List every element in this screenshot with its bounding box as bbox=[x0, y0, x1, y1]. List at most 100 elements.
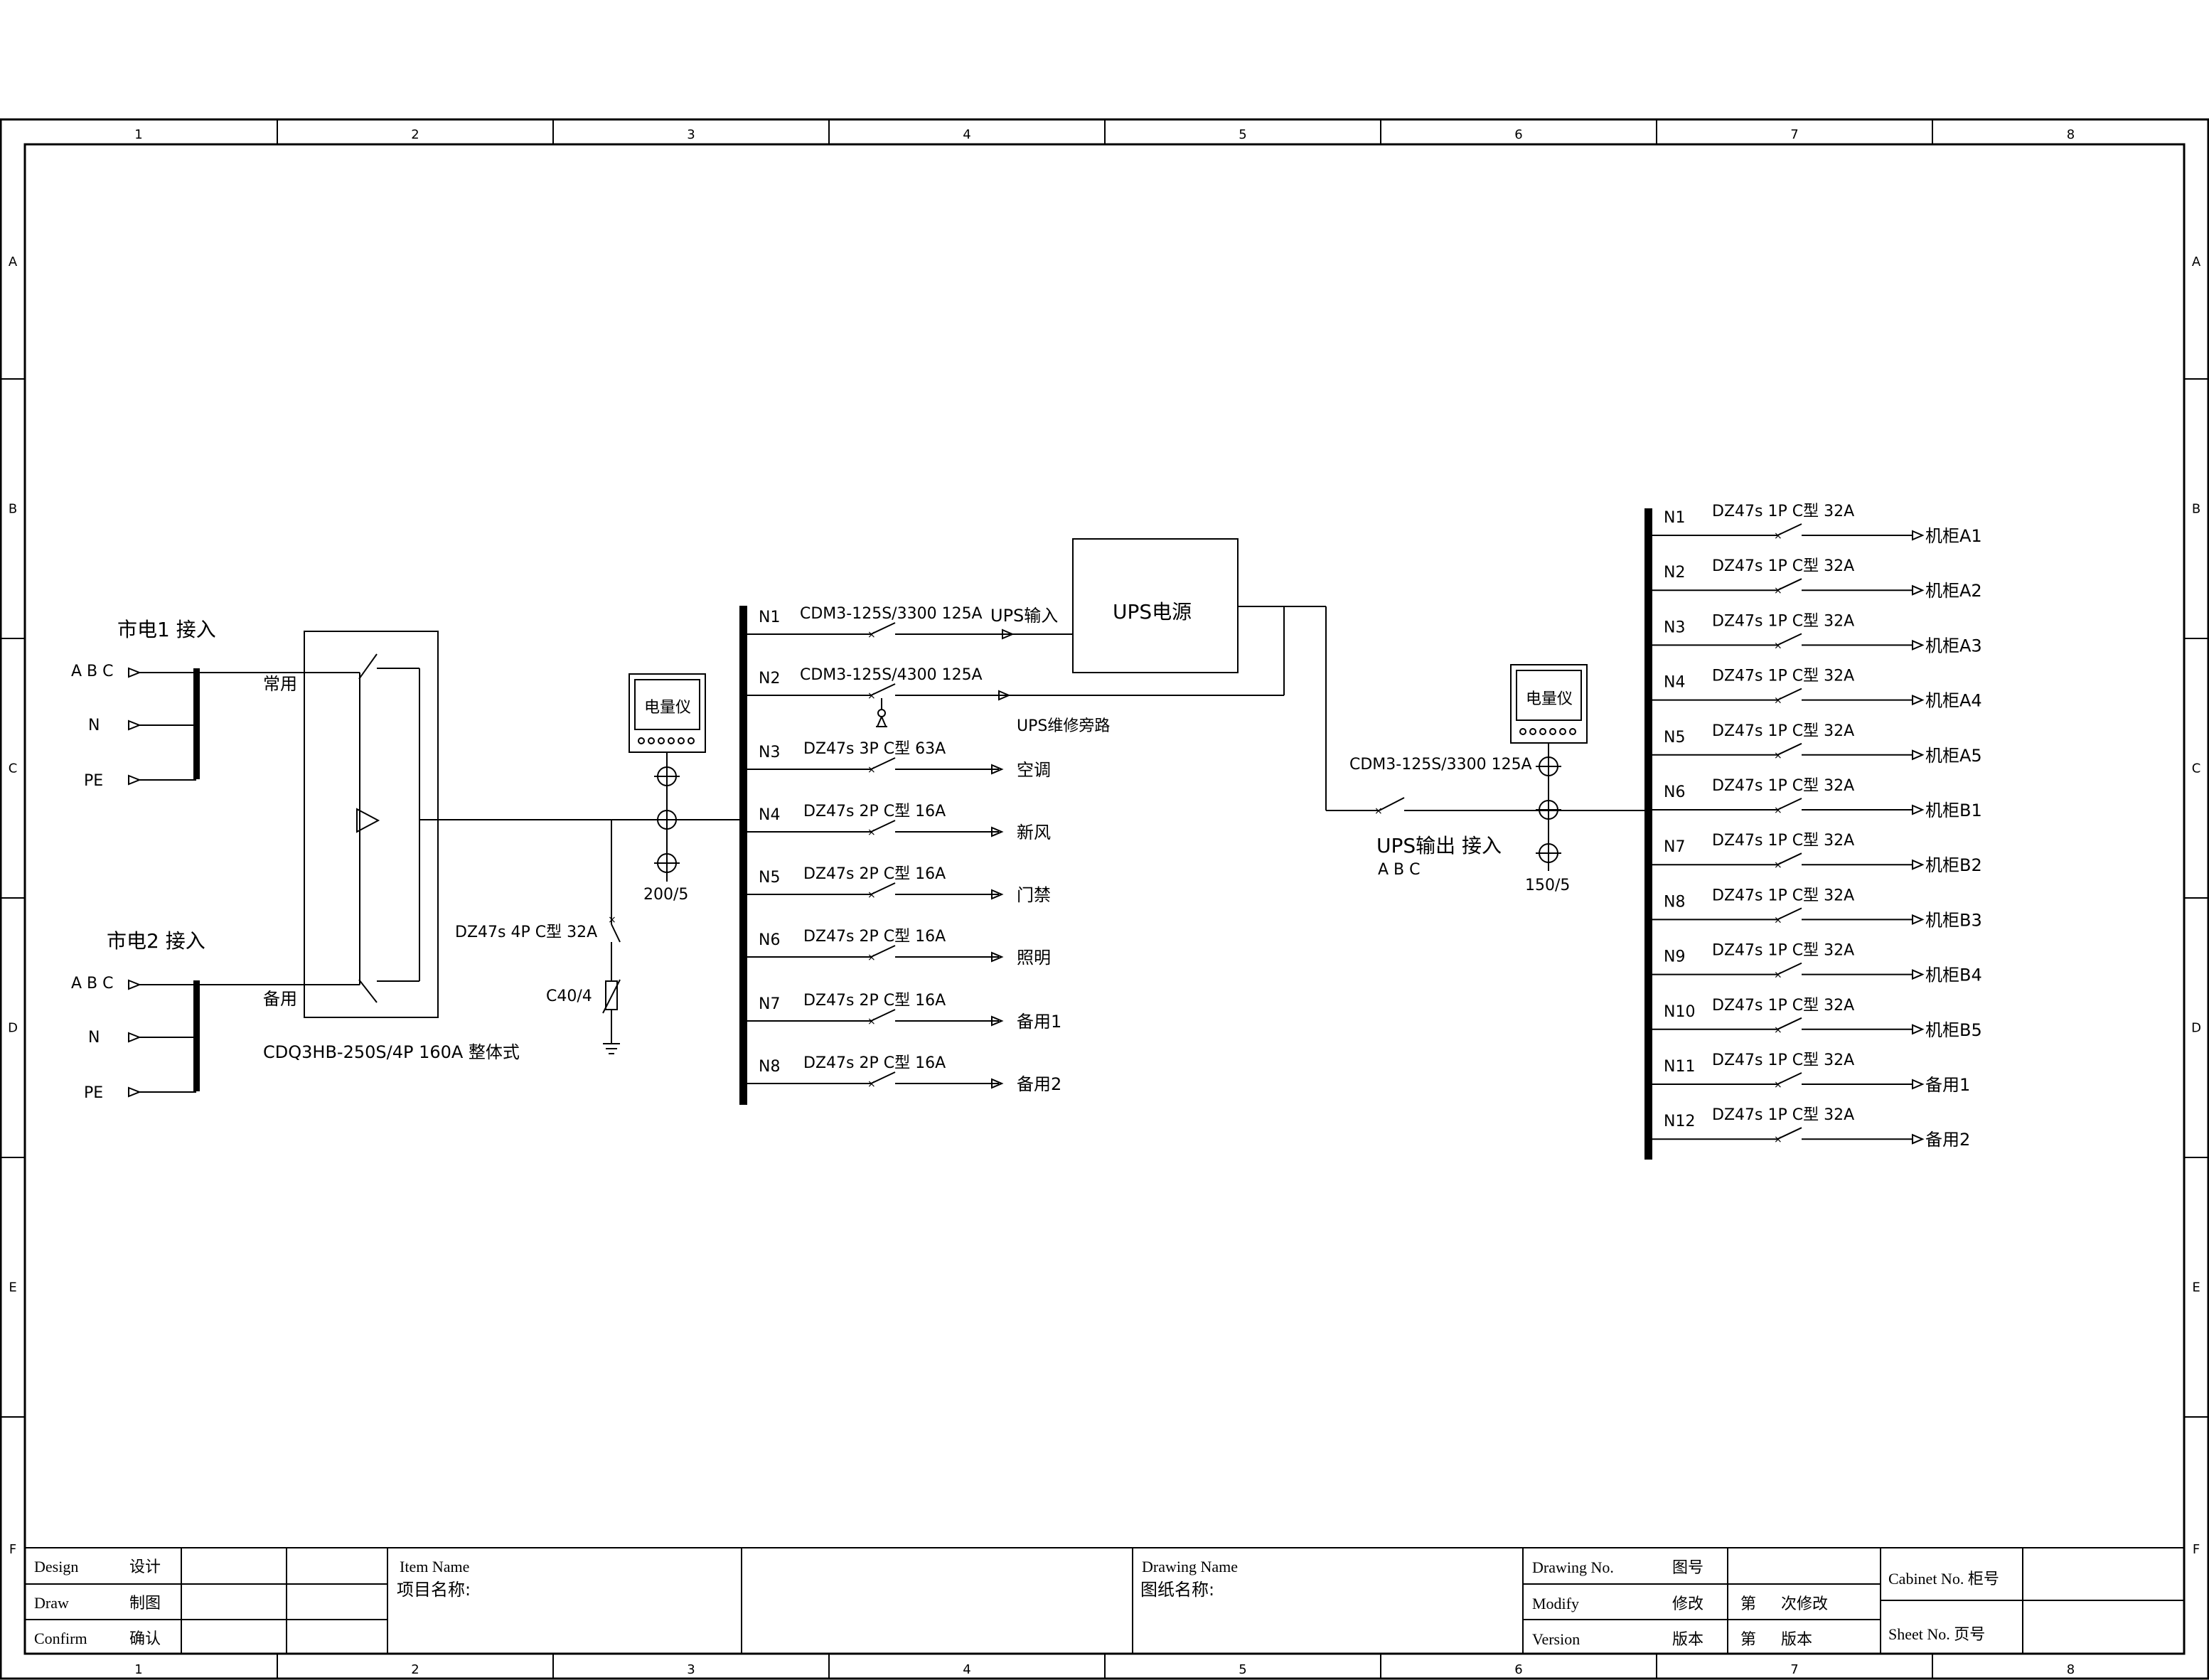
feeder-load: 机柜B1 bbox=[1925, 801, 1982, 820]
feeder-breaker: DZ47s 2P C型 16A bbox=[803, 865, 946, 883]
feeder-id: N5 bbox=[759, 869, 780, 887]
feeder-id: N3 bbox=[759, 744, 780, 761]
frame-column-label: 3 bbox=[687, 127, 695, 142]
feeder-breaker: CDM3-125S/3300 125A bbox=[800, 605, 983, 623]
arrow-icon bbox=[1912, 1024, 1925, 1035]
svg-text:×: × bbox=[1774, 1134, 1782, 1145]
feeder-breaker: DZ47s 1P C型 32A bbox=[1712, 997, 1854, 1015]
feeder-id: N10 bbox=[1664, 1003, 1695, 1021]
main-ct-ratio: 200/5 bbox=[643, 886, 688, 904]
arrow-icon bbox=[1912, 1079, 1925, 1090]
svg-text:×: × bbox=[867, 1016, 876, 1027]
ats-triangle-icon bbox=[356, 808, 380, 833]
tb-drawing-name-en: Drawing Name bbox=[1142, 1558, 1238, 1575]
tb-item-name-en: Item Name bbox=[400, 1558, 469, 1575]
supply-1-title: 市电1 接入 bbox=[117, 618, 216, 641]
svg-text:×: × bbox=[1774, 530, 1782, 542]
arrow-icon bbox=[1912, 695, 1925, 706]
feeder-id: N7 bbox=[759, 995, 780, 1013]
arrow-icon bbox=[991, 1078, 1004, 1089]
feeder-load: 机柜A3 bbox=[1925, 636, 1982, 656]
feeder-id: N8 bbox=[759, 1058, 780, 1076]
frame-row-label: D bbox=[8, 1021, 18, 1036]
svg-text:×: × bbox=[1774, 640, 1782, 651]
frame-row-label: A bbox=[9, 255, 18, 269]
svg-text:×: × bbox=[608, 914, 616, 926]
arrow-icon bbox=[1912, 749, 1925, 761]
ats-model: CDQ3HB-250S/4P 160A 整体式 bbox=[263, 1042, 520, 1062]
feeder-id: N4 bbox=[1664, 674, 1685, 692]
supply-1-busbar bbox=[193, 668, 200, 779]
tb-sheet-no: Sheet No. 页号 bbox=[1888, 1625, 1985, 1643]
svg-text:×: × bbox=[867, 764, 876, 776]
spd-breaker: DZ47s 4P C型 32A bbox=[455, 924, 597, 941]
surge-protector: × DZ47s 4P C型 32A C40/4 bbox=[455, 820, 621, 1054]
arrow-icon bbox=[991, 1015, 1004, 1027]
arrow-icon bbox=[991, 764, 1004, 775]
frame-row-label: B bbox=[9, 502, 17, 517]
ats-enclosure bbox=[304, 631, 439, 1018]
frame-row-label: B bbox=[2192, 502, 2200, 517]
supply-2-busbar bbox=[193, 980, 200, 1091]
feeder-breaker: DZ47s 1P C型 32A bbox=[1712, 942, 1854, 960]
feeder-id: N3 bbox=[1664, 619, 1685, 636]
feeder-id: N1 bbox=[759, 609, 780, 626]
feeder-load: 门禁 bbox=[1017, 885, 1051, 905]
feeder-id: N7 bbox=[1664, 838, 1685, 856]
svg-text:×: × bbox=[1774, 750, 1782, 761]
tb-modify-en: Modify bbox=[1532, 1595, 1579, 1612]
frame-row-label: F bbox=[9, 1542, 16, 1557]
feeder-breaker: DZ47s 1P C型 32A bbox=[1712, 612, 1854, 630]
main-meter: 电量仪 200/5 bbox=[629, 673, 706, 904]
svg-text:×: × bbox=[867, 1079, 876, 1090]
feeder-id: N9 bbox=[1664, 948, 1685, 966]
feeder-load: 空调 bbox=[1017, 760, 1051, 780]
ups-ct-ratio: 150/5 bbox=[1525, 877, 1570, 894]
feeder-breaker: CDM3-125S/4300 125A bbox=[800, 666, 983, 684]
supply-2-earth: PE bbox=[84, 1084, 103, 1102]
svg-text:×: × bbox=[867, 827, 876, 838]
feeder-id: N8 bbox=[1664, 893, 1685, 911]
supply-1-neutral: N bbox=[88, 717, 100, 734]
svg-text:×: × bbox=[867, 889, 876, 901]
supply-2-neutral: N bbox=[88, 1029, 100, 1047]
title-block: Design 设计 Draw 制图 Confirm 确认 Item Name 项… bbox=[25, 1547, 2184, 1654]
feeder-breaker: DZ47s 1P C型 32A bbox=[1712, 887, 1854, 904]
tb-cabinet-no: Cabinet No. 柜号 bbox=[1888, 1570, 1999, 1588]
ups-bypass-label: UPS维修旁路 bbox=[1017, 717, 1110, 735]
svg-text:×: × bbox=[1374, 806, 1383, 817]
feeder-load: 照明 bbox=[1017, 948, 1051, 968]
tb-draw-cn: 制图 bbox=[129, 1595, 161, 1612]
arrow-icon bbox=[998, 690, 1011, 701]
arrow-icon bbox=[991, 889, 1004, 900]
svg-text:×: × bbox=[1774, 1079, 1782, 1091]
ats-switch: 常用 备用 CDQ3HB-250S/4P 160A 整体式 bbox=[263, 631, 611, 1062]
svg-text:×: × bbox=[1774, 914, 1782, 926]
frame-column-label: 2 bbox=[411, 127, 419, 142]
ups-meter-label: 电量仪 bbox=[1526, 690, 1573, 708]
tb-version-count-b: 版本 bbox=[1781, 1631, 1812, 1649]
frame-column-label: 8 bbox=[2067, 1662, 2075, 1677]
feeder-id: N6 bbox=[759, 931, 780, 949]
tb-design-cn: 设计 bbox=[129, 1558, 161, 1576]
frame-column-label: 7 bbox=[1790, 1662, 1798, 1677]
arrow-icon bbox=[991, 951, 1004, 963]
arrow-icon bbox=[1912, 1133, 1925, 1145]
frame-column-label: 5 bbox=[1239, 1662, 1246, 1677]
feeder-breaker: DZ47s 1P C型 32A bbox=[1712, 1106, 1854, 1124]
tb-confirm-en: Confirm bbox=[34, 1630, 87, 1647]
feeder-load: 新风 bbox=[1017, 823, 1051, 842]
feeder-load: 机柜A2 bbox=[1925, 581, 1982, 601]
feeder-breaker: DZ47s 2P C型 16A bbox=[803, 992, 946, 1010]
